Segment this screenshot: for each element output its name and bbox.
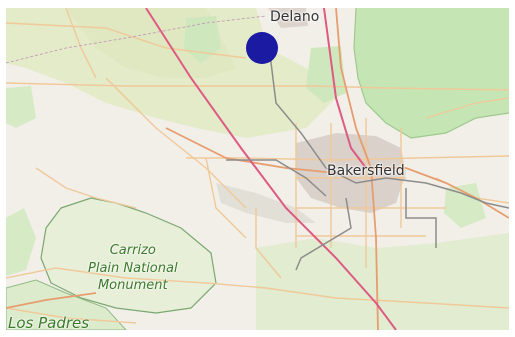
park-label-line: Monument	[97, 278, 168, 294]
city-label-bakersfield: Bakersfield	[327, 163, 405, 179]
carrizo-monument-area	[40, 197, 217, 314]
location-marker[interactable]	[246, 32, 278, 64]
south-mountains	[256, 233, 509, 330]
forest-label-los-padres: Los Padres	[8, 314, 90, 331]
green-patch	[306, 46, 346, 103]
delano-urban	[268, 8, 308, 28]
city-label-delano: Delano	[270, 9, 320, 25]
park-label-line: Carrizo	[109, 243, 156, 258]
park-label-carrizo-plain: Carrizo Plain National Monument	[88, 242, 178, 295]
green-patch	[6, 208, 36, 276]
admin-boundary	[6, 15, 267, 64]
green-patch	[444, 183, 486, 228]
green-patch	[6, 86, 36, 128]
sierra-forest-border	[353, 8, 509, 139]
trunk-roads	[6, 8, 509, 330]
motorways	[145, 8, 397, 330]
los-padres-forest	[6, 279, 127, 330]
park-label-line: Plain National	[88, 260, 178, 276]
railways	[226, 37, 509, 271]
secondary-roads	[6, 8, 509, 324]
sierra-forest	[354, 8, 509, 138]
